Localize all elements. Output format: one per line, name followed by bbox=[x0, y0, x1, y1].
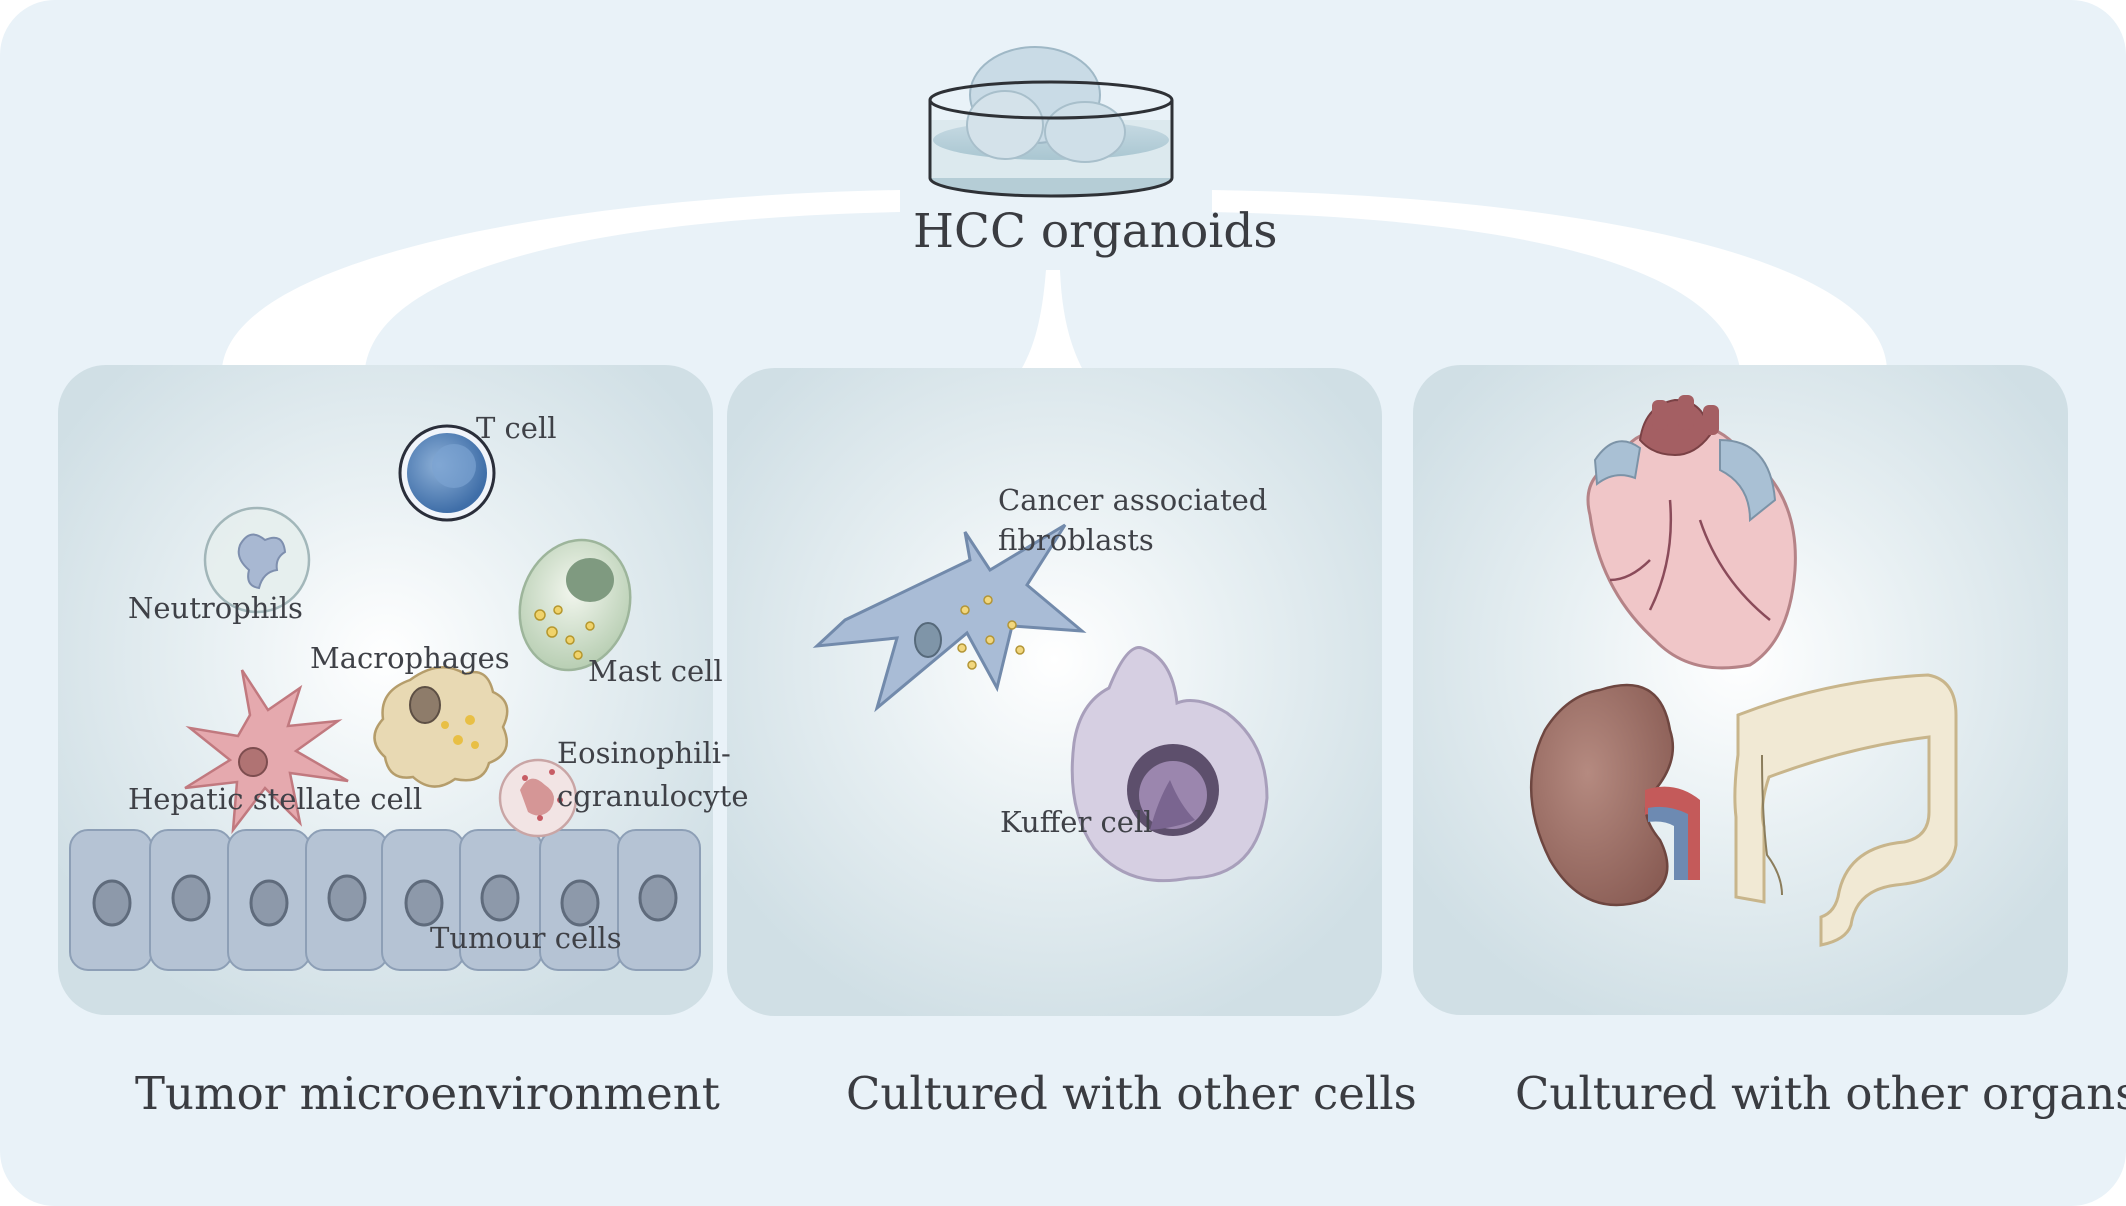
macrophage-icon bbox=[373, 666, 509, 788]
label-caf-line1: Cancer associated bbox=[998, 483, 1268, 517]
label-tumour-cells: Tumour cells bbox=[430, 921, 622, 955]
caption-tumor-microenvironment: Tumor microenvironment bbox=[135, 1067, 720, 1120]
label-mast-cell: Mast cell bbox=[588, 654, 723, 688]
label-eosinophil-line1: Eosinophili- bbox=[557, 736, 731, 770]
neutrophil-icon bbox=[203, 506, 311, 614]
colon-icon bbox=[1733, 673, 1958, 947]
heart-icon bbox=[1586, 395, 1797, 670]
caption-other-cells: Cultured with other cells bbox=[846, 1067, 1417, 1120]
label-macrophages: Macrophages bbox=[310, 641, 510, 675]
hepatic-stellate-cell-icon bbox=[184, 669, 349, 835]
connector-arcs bbox=[222, 190, 1887, 368]
mast-cell-icon bbox=[518, 538, 632, 672]
label-kuffer-cell: Kuffer cell bbox=[1000, 805, 1153, 839]
connector-center bbox=[1022, 270, 1082, 368]
tumour-cells-icon bbox=[69, 829, 701, 971]
fibroblast-icon bbox=[812, 523, 1087, 713]
kidney-icon bbox=[1530, 683, 1700, 907]
label-eosinophil-line2: cgranulocyte bbox=[557, 779, 749, 813]
caption-other-organs: Cultured with other organs bbox=[1515, 1067, 2126, 1120]
petri-dish-icon bbox=[928, 46, 1174, 198]
kupffer-cell-icon bbox=[1070, 646, 1269, 883]
t-cell-icon bbox=[398, 424, 496, 522]
diagram-title: HCC organoids bbox=[913, 204, 1278, 259]
connector-left bbox=[222, 190, 900, 368]
label-hepatic-stellate-cell: Hepatic stellate cell bbox=[128, 782, 423, 816]
label-caf-line2: fibroblasts bbox=[998, 523, 1154, 557]
label-t-cell: T cell bbox=[476, 411, 557, 445]
eosinophil-icon bbox=[498, 758, 578, 838]
label-neutrophils: Neutrophils bbox=[128, 591, 303, 625]
panel-other-cells bbox=[727, 368, 1382, 1016]
connector-right bbox=[1212, 190, 1887, 368]
